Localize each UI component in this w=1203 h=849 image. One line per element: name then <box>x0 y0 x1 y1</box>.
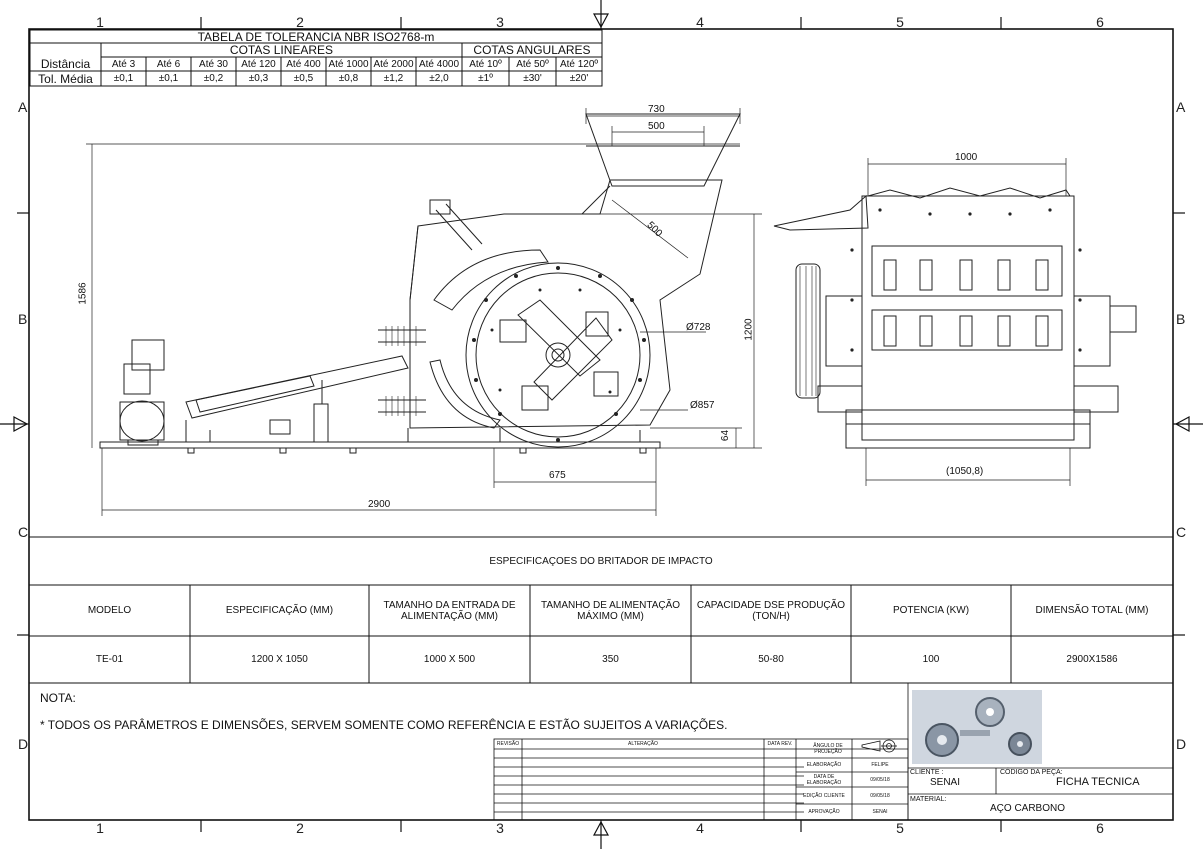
zone-letter-a-right: A <box>1176 99 1186 115</box>
dimension-diameter-857: Ø857 <box>690 400 715 411</box>
zone-letter-d: D <box>18 736 29 752</box>
zone-number-3-bottom: 3 <box>496 820 504 836</box>
cliente-value: SENAI <box>930 777 961 788</box>
gears-illustration <box>912 690 1042 764</box>
distance-cell: Até 6 <box>156 58 181 70</box>
distance-cell: Até 1000 <box>328 58 369 70</box>
spec-value-capacidade: 50-80 <box>758 654 784 665</box>
distance-cell: Até 10º <box>469 58 502 70</box>
zone-number-2-bottom: 2 <box>296 820 304 836</box>
tolerance-cell: ±0,1 <box>158 73 179 84</box>
tolerance-cell: ±1º <box>478 73 493 84</box>
dimension-675: 675 <box>549 470 566 481</box>
distance-cell: Até 400 <box>286 58 321 70</box>
zone-number-4-bottom: 4 <box>696 820 704 836</box>
tolerance-row-label: Tol. Média <box>38 71 93 86</box>
zone-letter-b: B <box>18 311 28 327</box>
angular-header: COTAS ANGULARES <box>473 43 591 57</box>
distance-cell: Até 120 <box>241 58 276 70</box>
spec-value-potencia: 100 <box>922 654 940 665</box>
material-value: AÇO CARBONO <box>990 803 1066 814</box>
note-label: NOTA: <box>40 691 76 705</box>
revision-col-alteracao: ALTERAÇÃO <box>628 741 658 747</box>
distance-cell: Até 2000 <box>373 58 414 70</box>
dimension-1000: 1000 <box>955 152 978 163</box>
spec-table-title: ESPECIFICAÇOES DO BRITADOR DE IMPACTO <box>489 555 713 567</box>
dimension-1200: 1200 <box>743 318 755 341</box>
spec-header-capacidade: CAPACIDADE DSE PRODUÇÃO(TON/H) <box>696 599 846 622</box>
aprovacao-value: SENAI <box>872 809 888 815</box>
data-elaboracao-label: DATA DE ELABORAÇÃO <box>806 773 842 786</box>
tolerance-cell: ±0,3 <box>248 73 269 84</box>
revision-col-revisao: REVISÃO <box>496 741 520 747</box>
zone-number-6: 6 <box>1096 14 1104 30</box>
zone-letter-c-right: C <box>1176 524 1187 540</box>
distance-cell: Até 50º <box>516 58 549 70</box>
cliente-label: CLIENTE : <box>910 769 944 776</box>
spec-value-modelo: TE-01 <box>95 654 124 665</box>
elaboracao-label: ELABORAÇÃO <box>806 762 842 768</box>
codigo-label: CÓDIGO DA PEÇA: <box>1000 769 1063 776</box>
dimension-500-top: 500 <box>648 121 665 132</box>
tolerance-cell: ±30' <box>523 73 542 84</box>
zone-number-3: 3 <box>496 14 504 30</box>
zone-number-5: 5 <box>896 14 904 30</box>
zone-number-6-bottom: 6 <box>1096 820 1104 836</box>
projection-angle-label: ÂNGULO DE PROJEÇÃO <box>813 742 843 755</box>
dimension-64: 64 <box>720 429 732 442</box>
distance-cell: Até 4000 <box>418 58 460 70</box>
elaboracao-value: FELIPE <box>871 762 889 768</box>
dimension-diameter-728: Ø728 <box>686 322 711 333</box>
spec-value-dimensao: 2900X1586 <box>1066 654 1118 665</box>
tolerance-cell: ±0,1 <box>113 73 134 84</box>
zone-letter-d-right: D <box>1176 736 1187 752</box>
edicao-cliente-value: 09/05/18 <box>870 792 890 799</box>
tolerance-cell: ±2,0 <box>429 73 449 84</box>
spec-header-modelo: MODELO <box>87 605 132 616</box>
dimension-1586: 1586 <box>77 282 89 305</box>
zone-number-1-bottom: 1 <box>96 820 104 836</box>
side-view-crusher <box>99 113 741 454</box>
spec-header-potencia: POTENCIA (KW) <box>892 605 970 616</box>
zone-number-5-bottom: 5 <box>896 820 904 836</box>
distance-cell: Até 30 <box>199 58 228 70</box>
tolerance-cell: ±20' <box>569 73 589 84</box>
tolerance-title: TABELA DE TOLERANCIA NBR ISO2768-m <box>197 29 435 44</box>
data-elaboracao-value: 09/05/18 <box>870 776 890 783</box>
zone-number-4: 4 <box>696 14 704 30</box>
tolerance-cell: ±1,2 <box>383 73 404 84</box>
zone-letter-a: A <box>18 99 28 115</box>
spec-value-especificacao: 1200 X 1050 <box>251 654 308 665</box>
tolerance-cell: ±0,5 <box>293 73 314 84</box>
edicao-cliente-label: EDIÇÃO CLIENTE <box>803 792 845 799</box>
revision-col-data: DATA REV. <box>767 741 793 747</box>
tolerance-cell: ±0,8 <box>338 73 359 84</box>
linear-header: COTAS LINEARES <box>229 43 334 57</box>
aprovacao-label: APROVAÇÃO <box>808 809 840 815</box>
zone-letter-c: C <box>18 524 29 540</box>
spec-header-especificacao: ESPECIFICAÇÃO (MM) <box>225 605 334 616</box>
projection-angle-symbol <box>861 739 897 753</box>
distance-row-label: Distância <box>40 57 91 71</box>
note-text: * TODOS OS PARÂMETROS E DIMENSÕES, SERVE… <box>40 718 728 732</box>
spec-header-dimensao: DIMENSÃO TOTAL (MM) <box>1035 605 1149 616</box>
tolerance-cell: ±0,2 <box>203 73 224 84</box>
spec-value-alimentacao: 350 <box>602 654 619 665</box>
zone-letter-b-right: B <box>1176 311 1186 327</box>
dimension-2900: 2900 <box>368 499 391 510</box>
distance-cell: Até 120º <box>559 58 599 70</box>
material-label: MATERIAL: <box>910 796 947 803</box>
spec-value-entrada: 1000 X 500 <box>423 654 476 665</box>
codigo-value: FICHA TECNICA <box>1056 776 1140 788</box>
zone-number-1: 1 <box>96 14 104 30</box>
dimension-730: 730 <box>648 104 665 115</box>
front-view-crusher <box>773 187 1137 449</box>
zone-number-2: 2 <box>296 14 304 30</box>
distance-cell: Até 3 <box>111 58 136 70</box>
dimension-1050: (1050,8) <box>946 466 984 477</box>
